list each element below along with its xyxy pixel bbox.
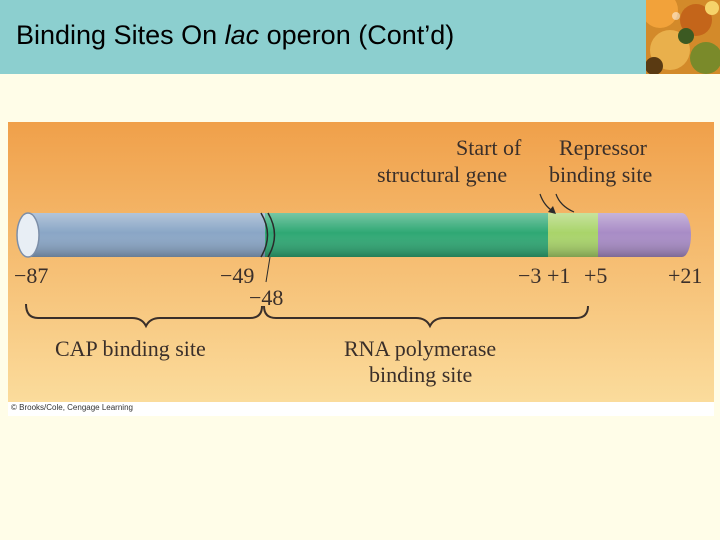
position-plus-21: +21	[668, 263, 703, 288]
credit-strip: © Brooks/Cole, Cengage Learning	[8, 402, 714, 416]
figure-graphics	[8, 122, 714, 402]
cap-brace	[25, 303, 263, 329]
label-rna-binding-site: binding site	[369, 362, 473, 387]
position-minus-87: −87	[14, 263, 49, 288]
label-start-of: Start of	[456, 135, 522, 160]
tube-left-end	[16, 212, 40, 258]
slide-title: Binding Sites On lac operon (Cont’d)	[16, 20, 454, 51]
minus48-tick	[265, 256, 271, 283]
seam-line-49	[260, 212, 269, 258]
corner-decorative-image	[646, 0, 720, 74]
title-suffix: operon (Cont’d)	[259, 20, 455, 50]
start-arrowhead	[548, 206, 556, 214]
copyright-credit: © Brooks/Cole, Cengage Learning	[11, 403, 133, 412]
repressor-arrow	[555, 193, 575, 213]
label-rna-polymerase: RNA polymerase	[344, 336, 497, 361]
title-bar: Binding Sites On lac operon (Cont’d)	[0, 0, 720, 74]
position-plus-5: +5	[584, 263, 608, 288]
seam-line-48	[267, 212, 276, 258]
label-repressor: Repressor	[559, 135, 647, 160]
lac-operon-figure: Start of structural gene Repressor bindi…	[8, 122, 714, 402]
figure-background	[8, 122, 714, 402]
tube-shading	[28, 213, 682, 257]
title-prefix: Binding Sites On	[16, 20, 225, 50]
position-minus-49: −49	[220, 263, 255, 288]
title-italic: lac	[224, 20, 260, 50]
label-structural-gene: structural gene	[377, 162, 508, 187]
label-cap-binding-site: CAP binding site	[55, 336, 206, 361]
rna-polymerase-brace	[263, 305, 589, 329]
position-plus-1: +1	[547, 263, 571, 288]
label-repressor-binding-site: binding site	[549, 162, 653, 187]
position-minus-48: −48	[249, 285, 284, 310]
position-minus-3: −3	[518, 263, 542, 288]
